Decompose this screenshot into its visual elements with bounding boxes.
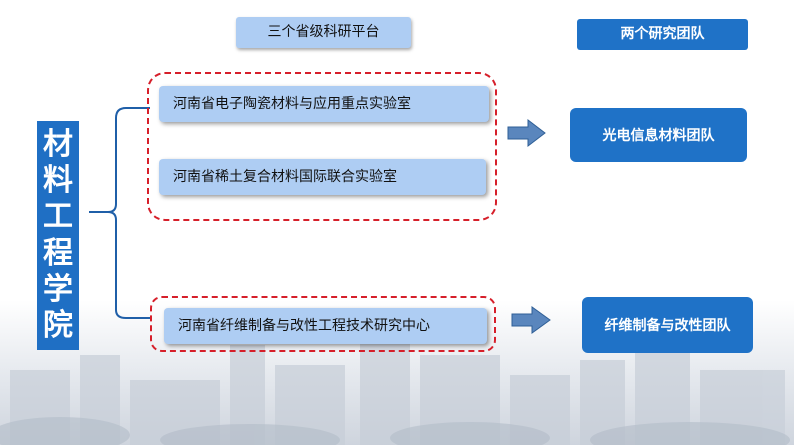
college-char: 院 [43,307,73,343]
college-char: 料 [43,163,73,199]
arrow-right-icon [511,306,551,334]
labs-group-outline [147,72,497,221]
campus-skyline-illustration [0,330,790,445]
lab-electronic-ceramics: 河南省电子陶瓷材料与应用重点实验室 [159,86,489,122]
arrow-right-icon [507,118,546,148]
college-char: 程 [43,235,73,271]
team-fiber-modification: 纤维制备与改性团队 [582,297,753,353]
college-char: 材 [43,127,73,163]
college-of-materials-engineering: 材 料 工 程 学 院 [37,121,79,350]
research-teams-header: 两个研究团队 [577,19,748,50]
lab-rare-earth-composites: 河南省稀土复合材料国际联合实验室 [159,159,486,195]
bracket-connector [89,107,152,319]
provincial-platforms-header: 三个省级科研平台 [236,17,411,48]
team-optoelectronic-materials: 光电信息材料团队 [570,108,747,162]
college-char: 工 [43,199,73,235]
college-char: 学 [43,271,73,307]
center-fiber-preparation: 河南省纤维制备与改性工程技术研究中心 [164,308,487,344]
center-group-outline [150,296,496,352]
